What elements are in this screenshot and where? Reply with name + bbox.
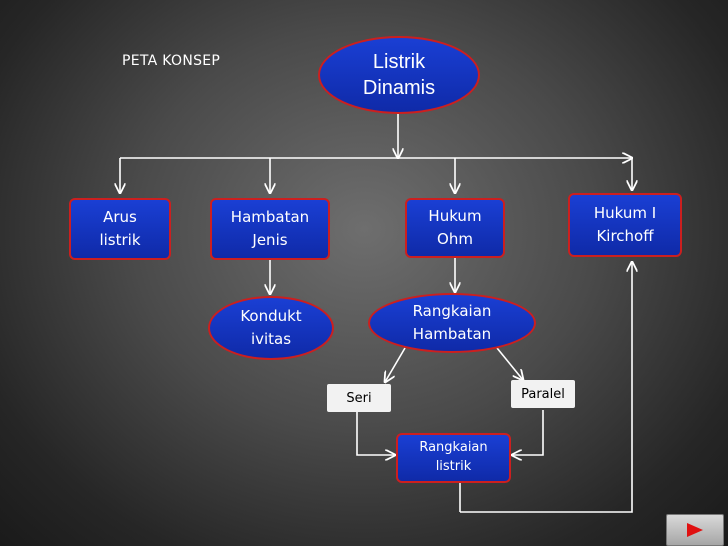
node-paralel: Paralel (511, 380, 575, 408)
node-listrik-dinamis: Listrik Dinamis (318, 36, 480, 114)
node-hambatan-jenis: Hambatan Jenis (210, 198, 330, 260)
node-arus-listrik: Arus listrik (69, 198, 171, 260)
connector-paralel-to-rangkaian (512, 410, 544, 455)
play-arrow-icon (687, 523, 703, 537)
connector-to-paralel (496, 347, 523, 380)
node-hukum-ohm: Hukum Ohm (405, 198, 505, 258)
node-seri: Seri (327, 384, 391, 412)
node-rangkaian-hambatan: Rangkaian Hambatan (368, 293, 536, 353)
connector-loop-to-kirchoff (460, 262, 632, 513)
node-hukum-kirchoff: Hukum I Kirchoff (568, 193, 682, 257)
node-rangkaian-listrik: Rangkaian listrik (396, 433, 511, 483)
connector-seri-to-rangkaian (356, 412, 395, 455)
connector-to-seri (385, 347, 406, 382)
next-slide-button[interactable] (666, 514, 724, 546)
page-title: PETA KONSEP (122, 53, 221, 69)
node-konduktivitas: Kondukt ivitas (208, 296, 334, 360)
